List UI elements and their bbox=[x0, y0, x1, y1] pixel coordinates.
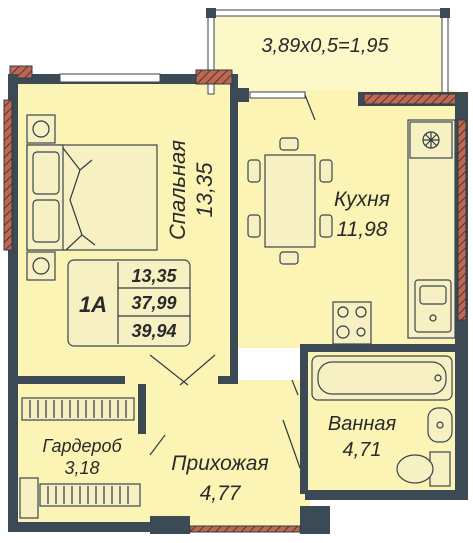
door-kitchen-edge bbox=[291, 379, 299, 396]
kitchen-area: 11,98 bbox=[337, 218, 388, 241]
wardrobe-name: Гардероб bbox=[42, 436, 122, 456]
bathroom-sink-drain bbox=[436, 421, 444, 429]
stove bbox=[332, 301, 372, 345]
wall-hatch-right-top bbox=[363, 93, 465, 105]
wall-hatch-right bbox=[457, 119, 467, 321]
pillow-top bbox=[32, 151, 60, 195]
burner-4 bbox=[356, 327, 366, 337]
wall-entry-left bbox=[150, 516, 190, 534]
hangers-bottom bbox=[47, 486, 129, 504]
lamp-top bbox=[32, 120, 50, 138]
bathroom-name: Ванная bbox=[328, 413, 397, 435]
window-bedroom bbox=[59, 73, 161, 83]
bathtub-inner bbox=[317, 361, 447, 395]
wall-bedroom-bottom-left bbox=[15, 376, 125, 384]
wall-bedroom-bottom-right bbox=[218, 376, 238, 384]
wall-left bbox=[8, 74, 18, 529]
wall-hatch-entry bbox=[189, 525, 301, 533]
nightstand-bottom bbox=[26, 251, 56, 281]
bathroom-sink bbox=[427, 407, 453, 443]
chair-bottom bbox=[279, 251, 299, 265]
burner-3 bbox=[336, 325, 350, 339]
wall-wardrobe-right bbox=[138, 384, 146, 434]
wardrobe-area: 3,18 bbox=[64, 458, 99, 478]
wall-bathroom-left bbox=[300, 344, 308, 494]
balcony-door-swing bbox=[304, 94, 316, 121]
kitchen-sink-basin bbox=[419, 285, 447, 305]
balcony-floor bbox=[212, 15, 446, 93]
wall-bedroom-kitchen bbox=[230, 84, 238, 384]
chair-left-1 bbox=[247, 159, 261, 183]
pillow-bottom bbox=[32, 199, 60, 243]
blanket-fold bbox=[62, 147, 96, 251]
chair-left-2 bbox=[247, 214, 261, 238]
burner-2 bbox=[355, 306, 367, 318]
wardrobe-cabinet bbox=[19, 477, 39, 519]
wall-bathroom-top bbox=[300, 344, 460, 352]
bedroom-area: 13,35 bbox=[192, 162, 217, 218]
door-bedroom-left bbox=[149, 354, 189, 386]
living-area: 13,35 bbox=[131, 266, 177, 286]
hallway-area: 4,77 bbox=[200, 482, 242, 505]
door-wardrobe bbox=[149, 434, 166, 456]
burner-1 bbox=[337, 306, 349, 318]
balcony-formula: 3,89x0,5=1,95 bbox=[261, 35, 389, 57]
total-area: 37,99 bbox=[131, 293, 176, 313]
hallway-name: Прихожая bbox=[171, 452, 268, 475]
faucet-icon bbox=[429, 314, 437, 322]
apartment-info-box bbox=[67, 259, 191, 347]
door-bathroom bbox=[282, 419, 301, 469]
apartment-type: 1А bbox=[79, 292, 107, 317]
wall-kitchen-top bbox=[235, 88, 249, 102]
chair-right-1 bbox=[319, 159, 333, 183]
toilet-bowl bbox=[396, 454, 434, 484]
dining-table bbox=[264, 154, 316, 248]
bathroom-area: 4,71 bbox=[343, 439, 382, 461]
balcony-rail-right bbox=[441, 9, 449, 95]
balcony-corner-tl bbox=[206, 8, 216, 18]
lamp-bottom bbox=[32, 257, 50, 275]
wall-hatch-top-mid bbox=[195, 69, 233, 85]
fan-blade-4 bbox=[424, 133, 438, 147]
wall-hatch-left bbox=[3, 99, 13, 251]
door-bedroom-right bbox=[179, 354, 216, 386]
balcony-rail-top bbox=[207, 9, 449, 17]
wall-entry-right bbox=[300, 506, 330, 534]
chair-top bbox=[279, 137, 299, 151]
total-with-balcony: 39,94 bbox=[131, 321, 176, 341]
window-kitchen-door bbox=[249, 91, 306, 99]
chair-right-2 bbox=[319, 214, 333, 238]
wall-bottom-left bbox=[8, 522, 153, 532]
balcony-corner-tr bbox=[440, 8, 450, 18]
kitchen-name: Кухня bbox=[334, 188, 390, 211]
bathtub-drain bbox=[434, 374, 442, 382]
bedroom-name: Спальная bbox=[165, 140, 190, 240]
wardrobe-shelf-bottom bbox=[39, 483, 141, 507]
nightstand-top bbox=[26, 114, 56, 144]
hangers-top bbox=[29, 400, 127, 418]
wall-bottom-right bbox=[305, 490, 468, 500]
